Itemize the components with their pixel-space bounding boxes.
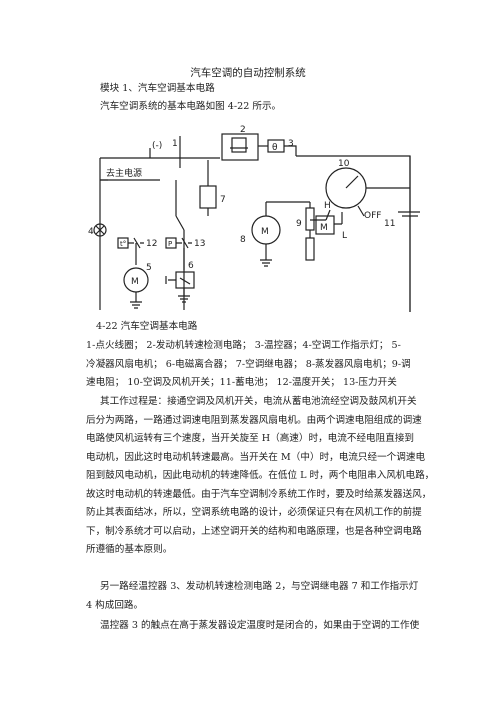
label-h: H (324, 201, 331, 211)
paragraph-line: 另一路经温控器 3、发动机转速检测电路 2，与空调继电器 7 和工作指示灯 (100, 581, 419, 592)
intro-text: 汽车空调系统的基本电路如图 4-22 所示。 (100, 101, 282, 112)
paragraph-1: 其工作过程是：接通空调及风机开关，电流从蓄电池流经空调及鼓风机开关 后分为两路，… (86, 393, 435, 560)
legend-line: 速电阻； 10-空调及风机开关；11-蓄电池； 12-温度开关； 13-压力开关 (86, 377, 397, 388)
paragraph-3: 温控器 3 的触点在高于蒸发器设定温度时是闭合的，如果由于空调的工作使 (86, 617, 420, 636)
label-n11: 11 (384, 219, 395, 229)
label-m5: M (131, 277, 139, 287)
label-p-box: P (168, 240, 172, 248)
label-m8: M (261, 227, 269, 237)
label-t-box: t° (120, 240, 126, 248)
circuit-diagram: (-) 1 2 θ 3 去主电源 4 t° 12 P 13 5 M 6 7 8 … (88, 125, 420, 312)
label-n6: 6 (188, 261, 194, 271)
label-n3: 3 (288, 139, 294, 149)
paragraph-line: 其工作过程是：接通空调及风机开关，电流从蓄电池流经空调及鼓风机开关 (100, 396, 417, 407)
paragraph-line: 下，制冷系统才可以启动，上述空调开关的结构和电路原理，也是各种空调电路 (86, 525, 422, 537)
label-n10: 10 (338, 159, 350, 169)
module-heading: 模块 1、汽车空调基本电路 (100, 83, 215, 94)
label-neg: (-) (152, 141, 162, 151)
label-n13: 13 (194, 239, 205, 249)
legend-line: 冷凝器风扇电机； 6-电磁离合器； 7-空调继电器； 8-蒸发器风扇电机；9-调 (86, 358, 411, 370)
legend-line: 1-点火线圈； 2-发动机转速检测电路； 3-温控器；4-空调工作指示灯； 5- (86, 340, 401, 351)
paragraph-line: 故这时电动机的转速最低。由于汽车空调制冷系统工作时，要及时给蒸发器送风， (86, 488, 432, 500)
label-l: L (342, 231, 347, 241)
label-n8: 8 (240, 235, 246, 245)
label-theta: θ (272, 143, 278, 153)
label-n4: 4 (88, 227, 94, 237)
label-n2: 2 (240, 125, 246, 135)
label-power: 去主电源 (106, 167, 142, 179)
label-m-res: M (320, 223, 328, 233)
label-n7: 7 (220, 195, 226, 205)
paragraph-line: 4 构成回路。 (86, 599, 144, 611)
paragraph-line: 电路使风机运转有三个速度，当开关旋至 H（高速）时，电流不经电阻直接到 (86, 433, 415, 444)
paragraph-line: 温控器 3 的触点在高于蒸发器设定温度时是闭合的，如果由于空调的工作使 (100, 620, 420, 631)
label-off: OFF (364, 211, 381, 221)
label-n5: 5 (146, 263, 152, 273)
legend-block: 1-点火线圈； 2-发动机转速检测电路； 3-温控器；4-空调工作指示灯； 5-… (86, 337, 411, 393)
label-n1: 1 (172, 139, 178, 149)
label-n9: 9 (296, 219, 302, 229)
paragraph-line: 后分为两路，一路通过调速电阻到蒸发器风扇电机。由两个调速电阻组成的调速 (86, 414, 422, 426)
paragraph-line: 所遵循的基本原则。 (86, 544, 173, 555)
paragraph-line: 电动机，因此这时电动机转速最高。当开关在 M（中）时，电流只经一个调速电 (86, 451, 426, 463)
label-n12: 12 (146, 239, 157, 249)
paragraph-line: 防止其表面结冰，所以，空调系统电路的设计，必须保证只有在风机工作的前提 (86, 507, 422, 518)
paragraph-line: 阻到鼓风电动机，因此电动机的转速降低。在低位 L 时，两个电阻串入风机电路， (86, 470, 435, 481)
paragraph-2: 另一路经温控器 3、发动机转速检测电路 2，与空调继电器 7 和工作指示灯 4 … (86, 578, 419, 615)
figure-caption: 4-22 汽车空调基本电路 (96, 321, 198, 332)
page-title: 汽车空调的自动控制系统 (190, 67, 306, 79)
